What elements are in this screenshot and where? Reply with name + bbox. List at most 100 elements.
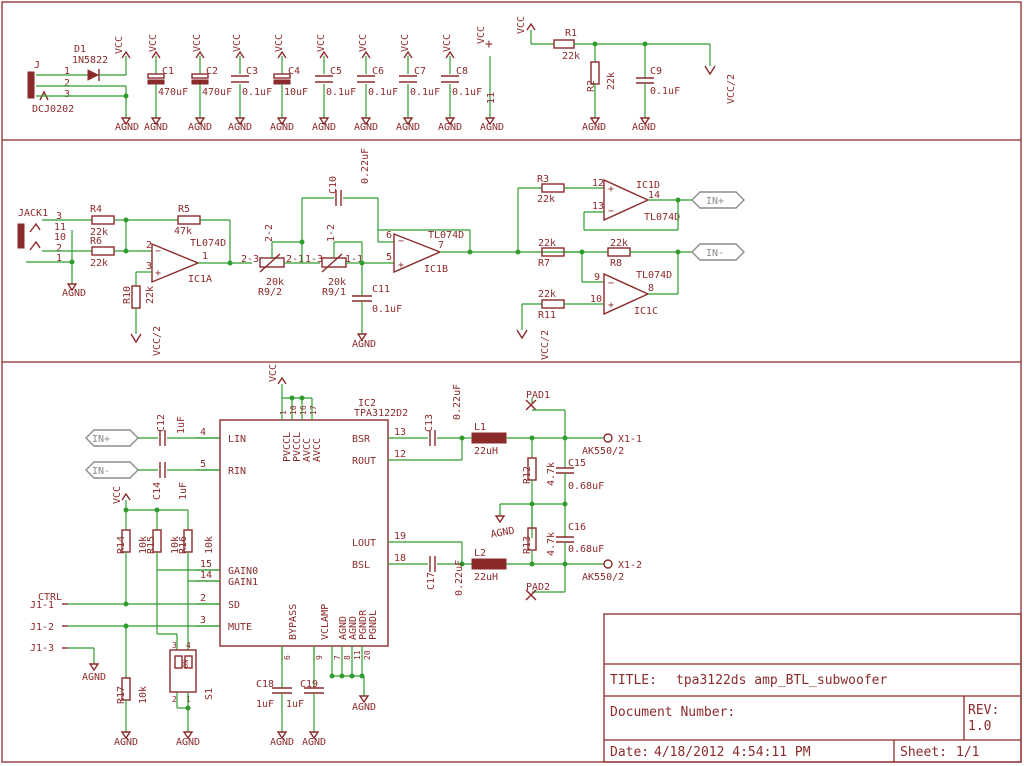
c14-label: C14 xyxy=(152,482,163,500)
ic1a-pin3: 3 xyxy=(146,261,152,272)
c16-label: C16 xyxy=(568,522,586,533)
r4-label: R4 xyxy=(90,204,102,215)
ic2-right-pin-name: BSR xyxy=(352,434,371,445)
bridge-driver-section: R3 22k + − 12 13 14 IC1D TL074D IN+ 22k … xyxy=(516,174,745,360)
ic2-bottom-pin-name: AGND xyxy=(348,616,359,640)
c19-label: C19 xyxy=(300,679,318,690)
ic1d-part: TL074D xyxy=(644,212,680,223)
agnd-symbol xyxy=(120,731,132,740)
agnd-label-ic2: AGND xyxy=(352,702,376,713)
agnd-symbol xyxy=(589,117,601,126)
r5-label: R5 xyxy=(178,204,190,215)
cap-name-c8: C8 xyxy=(456,66,468,77)
ic2-left-pin-num: 3 xyxy=(200,615,206,626)
agnd-symbol xyxy=(358,695,370,704)
vcc-label: VCC xyxy=(148,34,159,52)
vcc-arrow xyxy=(445,50,455,59)
vcc-label: VCC xyxy=(274,34,285,52)
agnd-label: AGND xyxy=(270,122,294,133)
vcc-arrow-d1 xyxy=(121,50,131,59)
rev-value: 1.0 xyxy=(968,719,991,734)
c19-value: 1uF xyxy=(286,699,304,710)
pot-a-pin-3: 2-3 xyxy=(241,254,259,265)
agnd-label: AGND xyxy=(396,122,420,133)
jack-j-part: DCJ0202 xyxy=(32,104,74,115)
c18-value: 1uF xyxy=(256,699,274,710)
c9-label: C9 xyxy=(650,66,662,77)
c11-label: C11 xyxy=(372,284,390,295)
pot-b-pin-1: 1-1 xyxy=(345,254,363,265)
r1-label: R1 xyxy=(565,28,577,39)
ic2-top-pin-name: AVCC xyxy=(312,438,323,462)
inductor-l2 xyxy=(471,558,507,570)
ic2-part: TPA3122D2 xyxy=(354,408,408,419)
opamp-ic1d xyxy=(603,178,650,222)
r10-label: R10 xyxy=(122,286,133,304)
pot-a-value: 20k xyxy=(266,277,284,288)
jack1-pin11: 11 xyxy=(54,222,66,233)
amplifier-section: IC2 TPA3122D2 VCC 1PVCCL10PVCCL16AVCC17A… xyxy=(30,364,642,748)
port-in-plus-out-label: IN+ xyxy=(706,196,724,207)
pot-a-label: R9/2 xyxy=(258,287,282,298)
agnd-label-out: AGND xyxy=(490,526,516,541)
agnd-label-0: AGND xyxy=(115,122,139,133)
ic2-bottom-pin-num: 11 xyxy=(353,650,362,660)
svg-text:−: − xyxy=(398,236,404,247)
c17-value: 0.22uF xyxy=(454,560,465,596)
jack-j-pin2: 2 xyxy=(64,78,70,89)
vcc-arrow xyxy=(361,50,371,59)
c14-value: 1uF xyxy=(178,482,189,500)
agnd-label-c9: AGND xyxy=(632,122,656,133)
ic1b-pin5: 5 xyxy=(386,252,392,263)
date-label: Date: xyxy=(610,745,649,760)
jack-j-arrow xyxy=(39,90,49,101)
vcc-arrow xyxy=(403,50,413,59)
svg-text:+: + xyxy=(608,300,614,311)
agnd-symbol xyxy=(234,117,246,126)
resistor-r11 xyxy=(541,299,565,309)
vcc-arrow xyxy=(195,50,205,59)
cap-name-c5: C5 xyxy=(330,66,342,77)
jack-j-pin1: 1 xyxy=(64,66,70,77)
r17-value: 10k xyxy=(138,686,149,704)
agnd-symbol xyxy=(194,117,206,126)
ic2-bottom-pin-name: VCLAMP xyxy=(320,604,331,640)
r13-value: 4.7k xyxy=(546,532,557,556)
ic2-top-pin-num: 17 xyxy=(309,405,318,415)
vcc-label-plus: VCC xyxy=(476,26,487,44)
ic1a-name: IC1A xyxy=(188,274,212,285)
vcc-label: VCC xyxy=(442,34,453,52)
ic2-left-pin-name: MUTE xyxy=(228,622,252,633)
vcc-arrow xyxy=(319,50,329,59)
ic1d-pin13: 13 xyxy=(592,201,604,212)
title-label: TITLE: xyxy=(610,673,657,688)
ic2-bottom-pin-num: 8 xyxy=(343,655,352,660)
r10-value: 22k xyxy=(145,286,156,304)
pot-a-pin-wiper: 2-2 xyxy=(264,224,275,242)
agnd-label-c11: AGND xyxy=(352,339,376,350)
agnd-symbol xyxy=(308,731,320,740)
r6-value: 22k xyxy=(90,258,108,269)
agnd-label-s1: AGND xyxy=(176,737,200,748)
c13-value: 0.22uF xyxy=(452,384,463,420)
c9-value: 0.1uF xyxy=(650,86,680,97)
jack-j-symbol xyxy=(27,71,35,99)
c12-label: C12 xyxy=(156,414,167,432)
ic1b-pin6: 6 xyxy=(386,230,392,241)
ic2-tpa3122d2 xyxy=(219,419,389,647)
pot-b-pin-wiper: 1-2 xyxy=(326,224,337,242)
ic1a-pin1: 1 xyxy=(202,251,208,262)
r8-value: 22k xyxy=(610,238,628,249)
ic2-right-pin-num: 13 xyxy=(394,427,406,438)
agnd-label-plus: AGND xyxy=(480,122,504,133)
diode-d1-part: 1N5822 xyxy=(72,55,108,66)
ic2-top-pin-name: PVCCL xyxy=(292,432,303,462)
l1-label: L1 xyxy=(474,422,486,433)
c10-value: 0.22uF xyxy=(360,148,371,184)
c13-label: C13 xyxy=(424,414,435,432)
vcc-label-pullup: VCC xyxy=(112,486,123,504)
r5-value: 47k xyxy=(174,226,192,237)
